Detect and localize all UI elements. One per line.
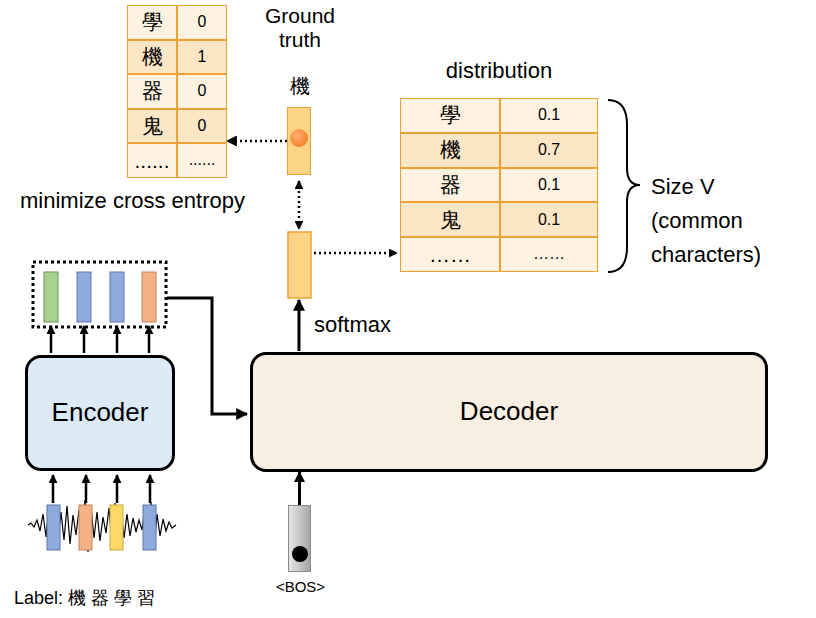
ground-truth-vector: Ground truth機 — [287, 107, 311, 175]
vocab-size-label: Size V (common characters) — [651, 170, 789, 272]
one-hot-table: 學0機1器0鬼0............ — [127, 5, 227, 178]
loss-label: minimize cross entropy — [20, 188, 245, 213]
token-label: 機 — [280, 75, 320, 98]
token-label: <BOS> — [271, 578, 331, 595]
table-cell: 學 — [400, 98, 500, 133]
arrow — [85, 475, 88, 503]
softmax-arrow — [298, 300, 301, 351]
frame-vector — [143, 505, 156, 550]
table-cell: 0.1 — [500, 98, 598, 133]
attention-wire — [167, 298, 247, 414]
table-cell: …… — [500, 237, 598, 272]
table-cell: 0.7 — [500, 133, 598, 168]
arrow — [83, 326, 86, 353]
arrow — [149, 475, 152, 503]
encoder-output-vector — [77, 272, 91, 322]
arrow — [52, 475, 55, 503]
dot-symbol — [290, 129, 308, 147]
connector-arrow — [227, 140, 287, 143]
token-label: Ground truth — [245, 4, 355, 52]
table-cell: 0.1 — [500, 168, 598, 203]
encoder-output-vector — [44, 272, 58, 322]
table-cell: 機 — [127, 40, 177, 75]
table-cell: 0.1 — [500, 202, 598, 237]
table-cell: …… — [400, 237, 500, 272]
table-cell: 0 — [177, 109, 227, 144]
arrow — [148, 326, 151, 353]
dot-symbol — [292, 546, 308, 562]
table-cell: 鬼 — [127, 109, 177, 144]
encoder-output-vector — [110, 272, 124, 322]
table-cell: 0 — [177, 5, 227, 40]
box-title: Encoder — [52, 398, 149, 428]
frame-vector — [47, 505, 60, 550]
distribution-arrow — [314, 252, 397, 255]
label-sequence: Label: 機 器 學 習 — [14, 588, 155, 609]
arrow — [50, 326, 53, 353]
bos-token: <BOS> — [288, 505, 311, 572]
encoder-box: Encoder — [25, 355, 175, 471]
distribution-table: distribution學0.1機0.7器0.1鬼0.1………… — [400, 98, 598, 272]
table-cell: 0 — [177, 74, 227, 109]
table-cell: 1 — [177, 40, 227, 75]
brace — [608, 100, 640, 272]
table-cell: ...... — [127, 143, 177, 178]
encoder-output-vector — [142, 272, 156, 322]
table-heading: distribution — [446, 58, 552, 83]
cross-entropy-arrow — [298, 181, 301, 229]
frame-vector — [110, 505, 123, 550]
table-cell: 器 — [127, 74, 177, 109]
table-cell: 器 — [400, 168, 500, 203]
decoder-box: Decoder — [250, 352, 768, 472]
table-cell: ...... — [177, 143, 227, 178]
table-cell: 鬼 — [400, 202, 500, 237]
frame-vector — [79, 505, 92, 550]
connector-arrow — [298, 472, 301, 505]
arrow — [116, 326, 119, 353]
box-title: Decoder — [460, 397, 558, 427]
arrow — [116, 475, 119, 503]
table-cell: 學 — [127, 5, 177, 40]
table-cell: 機 — [400, 133, 500, 168]
dashed-group — [33, 262, 166, 327]
waveform — [28, 500, 176, 552]
output-vector — [288, 232, 311, 298]
softmax-label: softmax — [314, 312, 391, 337]
